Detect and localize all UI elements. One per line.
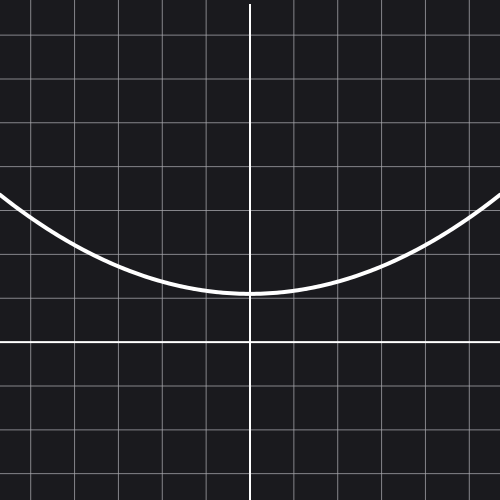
- function-curve: [0, 192, 500, 296]
